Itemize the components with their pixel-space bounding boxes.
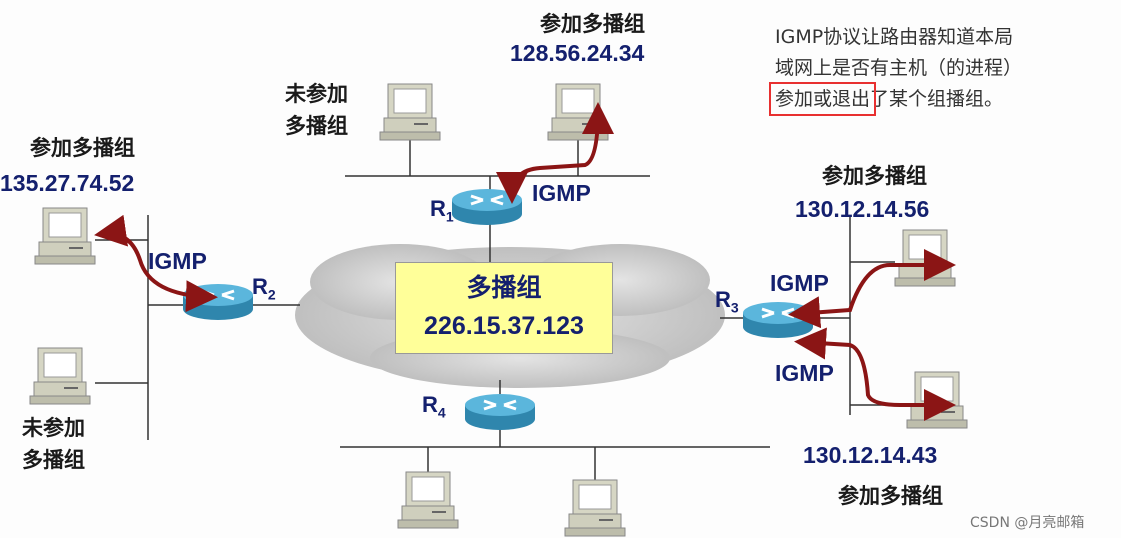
computer-icon [906,371,968,429]
host-status: 未参加 [285,82,348,106]
computer-icon [564,479,626,537]
host-ip: 130.12.14.56 [795,196,930,222]
igmp-note: IGMP协议让路由器知道本局 域网上是否有主机（的进程） 参加或退出了某个组播组… [768,22,1023,116]
note-line: 参加或退出了某个组播组。 [768,82,1022,116]
note-line: IGMP协议让路由器知道本局 [775,26,1014,48]
host-ip: 135.27.74.52 [0,170,135,196]
computer-icon [894,229,956,287]
group-title: 多播组 [466,274,542,302]
computer-icon [397,471,459,529]
note-text: 了某个组播组。 [870,88,1004,110]
router-label-r4: R4 [422,392,446,421]
host-status: 参加多播组 [822,164,927,188]
watermark: CSDN @月亮邮箱 [970,515,1085,531]
router-icon-r3 [741,300,815,340]
host-status: 参加多播组 [838,484,943,508]
router-label-r2: R2 [252,274,276,303]
igmp-arrow-r2 [94,214,218,313]
multicast-group-box: 多播组 226.15.37.123 [395,262,613,354]
host-status: 未参加 [22,416,85,440]
host-ip: 130.12.14.43 [803,442,938,468]
router-label-r3: R3 [715,287,739,316]
igmp-label: IGMP [148,248,207,274]
computer-icon [34,207,96,265]
computer-icon [379,83,441,141]
igmp-arrow-r3-bottom [794,327,956,421]
host-status: 参加多播组 [540,12,645,36]
host-status: 参加多播组 [30,136,135,160]
router-icon-r2 [181,282,255,322]
router-icon-r4 [463,392,537,432]
host-ip: 128.56.24.34 [510,40,645,66]
note-line: 域网上是否有主机（的进程） [775,57,1023,79]
highlight-box: 参加或退出 [768,82,877,116]
igmp-label: IGMP [770,270,829,296]
group-address: 226.15.37.123 [424,312,584,340]
host-status: 多播组 [285,114,348,138]
host-status: 多播组 [22,448,85,472]
igmp-label: IGMP [532,180,591,206]
computer-icon [29,347,91,405]
igmp-arrow-r3-top [788,249,956,329]
router-label-r1: R1 [430,196,454,225]
igmp-arrow-r1 [496,102,614,204]
igmp-label: IGMP [775,360,834,386]
